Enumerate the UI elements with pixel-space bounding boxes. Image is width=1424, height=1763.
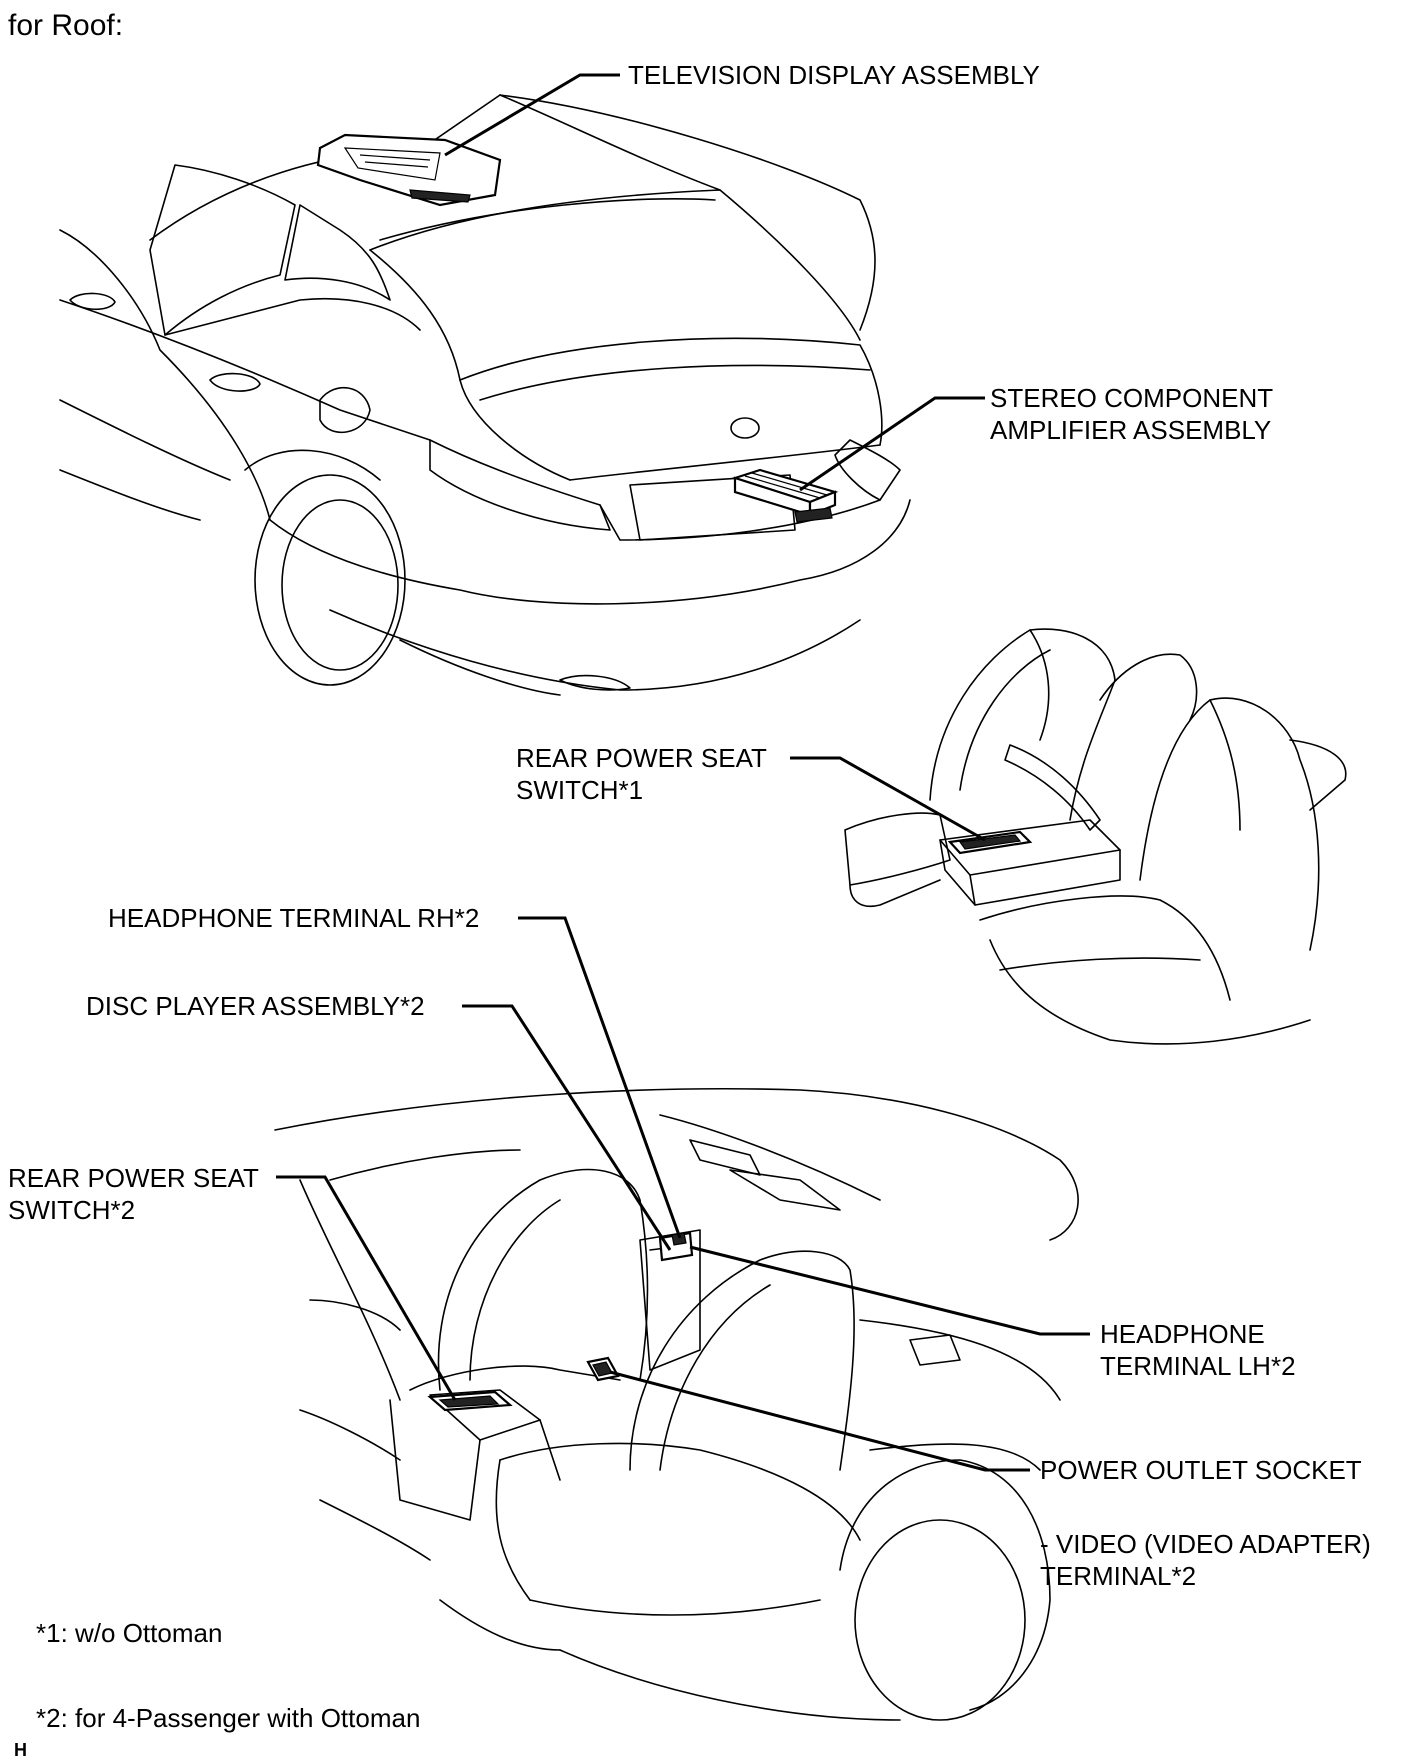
label-headphone-terminal-lh-line1: HEADPHONE bbox=[1100, 1319, 1265, 1349]
label-rear-power-seat-switch-2-line1: REAR POWER SEAT bbox=[8, 1163, 259, 1193]
label-rear-power-seat-switch-2-line2: SWITCH*2 bbox=[8, 1195, 136, 1225]
rear-power-seat-switch-1-part bbox=[947, 830, 1033, 855]
leader-lines bbox=[276, 73, 1090, 1472]
interior-parts bbox=[427, 1231, 694, 1412]
label-television-display-assembly: TELEVISION DISPLAY ASSEMBLY bbox=[628, 60, 1040, 90]
label-stereo-component-line2: AMPLIFIER ASSEMBLY bbox=[990, 415, 1272, 445]
page-title: for Roof: bbox=[8, 9, 124, 42]
stereo-amplifier-part bbox=[731, 468, 839, 523]
label-video-terminal-line1: - VIDEO (VIDEO ADAPTER) bbox=[1040, 1529, 1371, 1559]
television-display-part bbox=[316, 133, 502, 207]
label-rear-power-seat-switch-1-line1: REAR POWER SEAT bbox=[516, 743, 767, 773]
label-video-terminal-line2: TERMINAL*2 bbox=[1040, 1561, 1197, 1591]
label-headphone-terminal-lh-line2: TERMINAL LH*2 bbox=[1100, 1351, 1296, 1381]
car-interior-illustration bbox=[274, 1088, 1079, 1721]
label-stereo-component-line1: STEREO COMPONENT bbox=[990, 383, 1274, 413]
label-disc-player-assembly: DISC PLAYER ASSEMBLY*2 bbox=[86, 991, 425, 1021]
label-power-outlet-socket: POWER OUTLET SOCKET bbox=[1040, 1455, 1362, 1485]
label-headphone-terminal-rh: HEADPHONE TERMINAL RH*2 bbox=[108, 903, 480, 933]
rear-seat-illustration bbox=[844, 628, 1347, 1045]
footnote-1: *1: w/o Ottoman bbox=[36, 1618, 223, 1648]
label-rear-power-seat-switch-1-line2: SWITCH*1 bbox=[516, 775, 644, 805]
footnote-2: *2: for 4-Passenger with Ottoman bbox=[36, 1703, 421, 1733]
figure-code: H bbox=[14, 1740, 27, 1760]
